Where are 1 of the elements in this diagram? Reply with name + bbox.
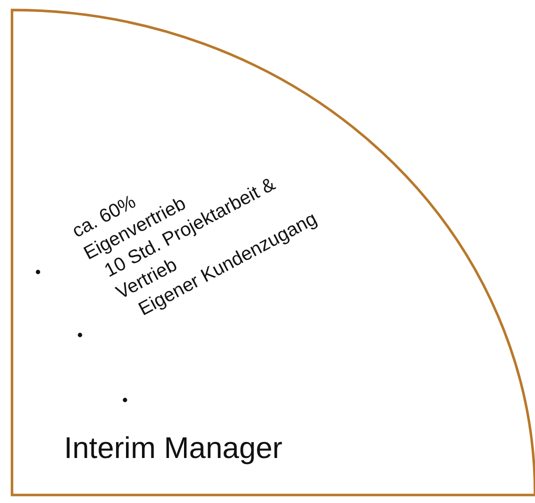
heading-text: Interim Manager — [64, 432, 282, 466]
